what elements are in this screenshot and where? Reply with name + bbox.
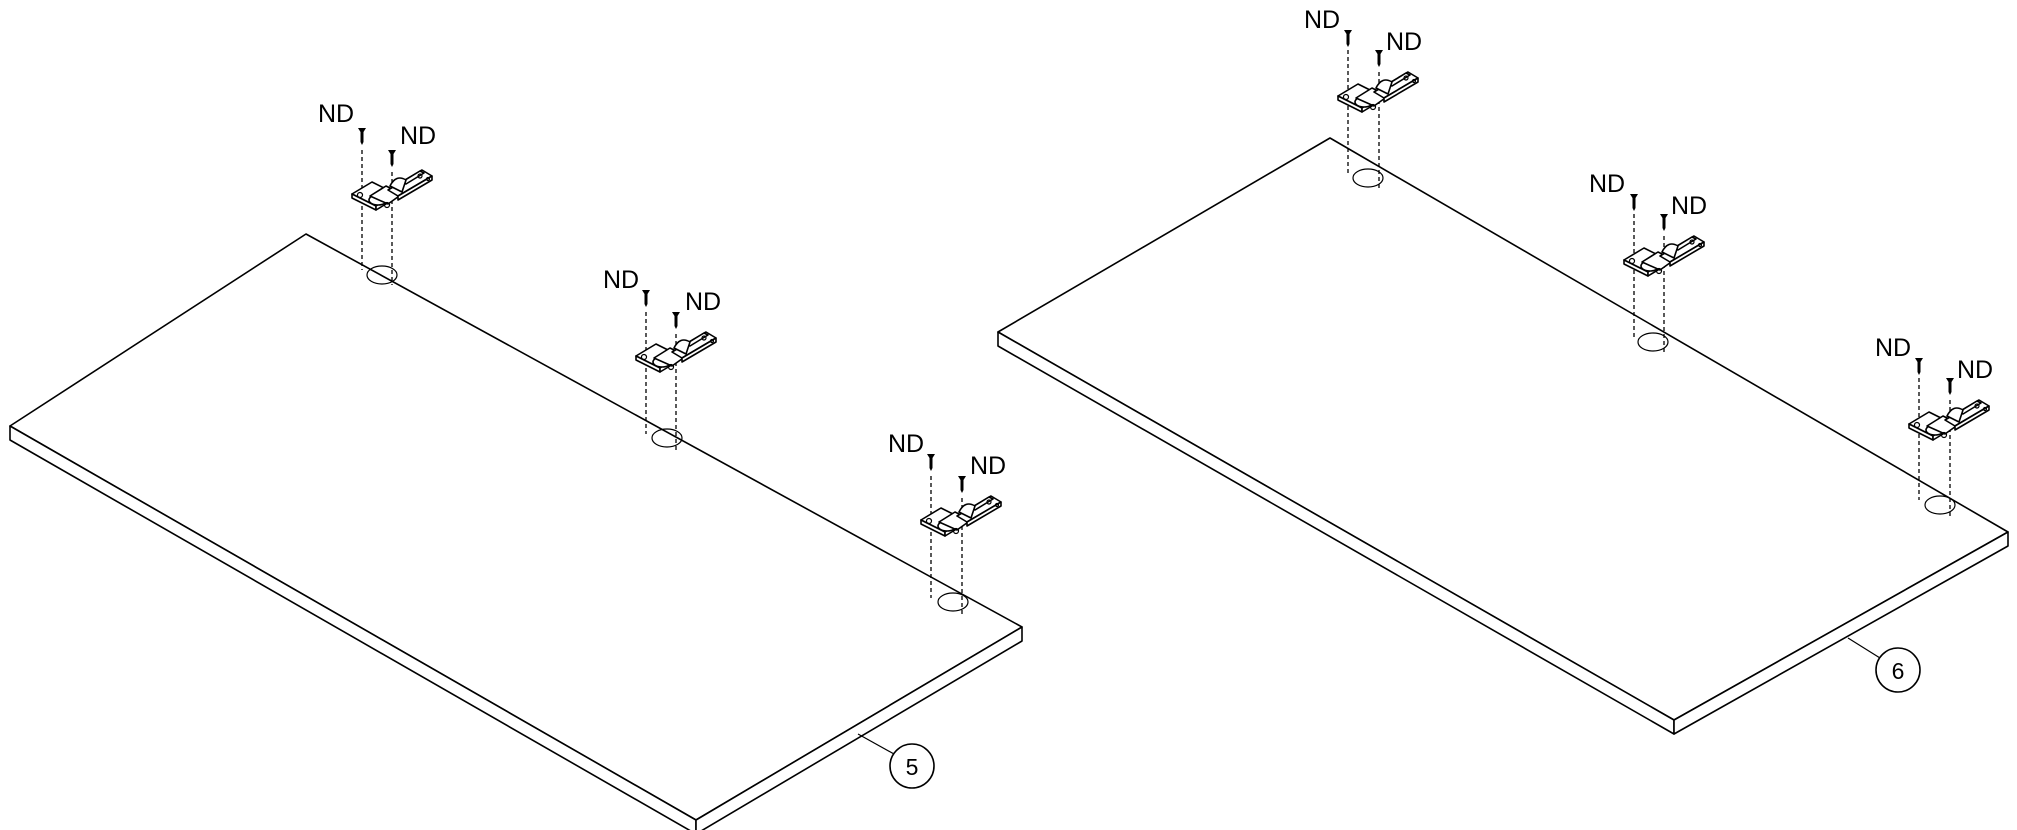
- part-number: 6: [1892, 658, 1905, 684]
- panel-6: [997, 137, 2009, 735]
- hinge-6-3: [1908, 399, 1990, 441]
- screw-label: ND: [400, 122, 436, 150]
- screw-label: ND: [888, 430, 924, 458]
- screw-label: ND: [1589, 170, 1625, 198]
- screw-label: ND: [1875, 334, 1911, 362]
- screw-label: ND: [1957, 356, 1993, 384]
- screw-label: ND: [1671, 192, 1707, 220]
- screw-label: ND: [318, 100, 354, 128]
- part-number: 5: [906, 754, 919, 780]
- part-callout-6: 6: [1847, 637, 1921, 693]
- hinge-5-3: [920, 495, 1002, 537]
- dashed-guides: [361, 50, 1951, 614]
- cup-holes: [366, 168, 1956, 612]
- screw-label: ND: [685, 288, 721, 316]
- screw-label: ND: [1386, 28, 1422, 56]
- panel-5: [9, 233, 1023, 830]
- part-callout-5: 5: [857, 733, 935, 789]
- screw-label: ND: [1304, 6, 1340, 34]
- hinge-6-2: [1623, 235, 1705, 277]
- screw-label: ND: [603, 266, 639, 294]
- hinge-6-1: [1337, 71, 1419, 113]
- screw-label: ND: [970, 452, 1006, 480]
